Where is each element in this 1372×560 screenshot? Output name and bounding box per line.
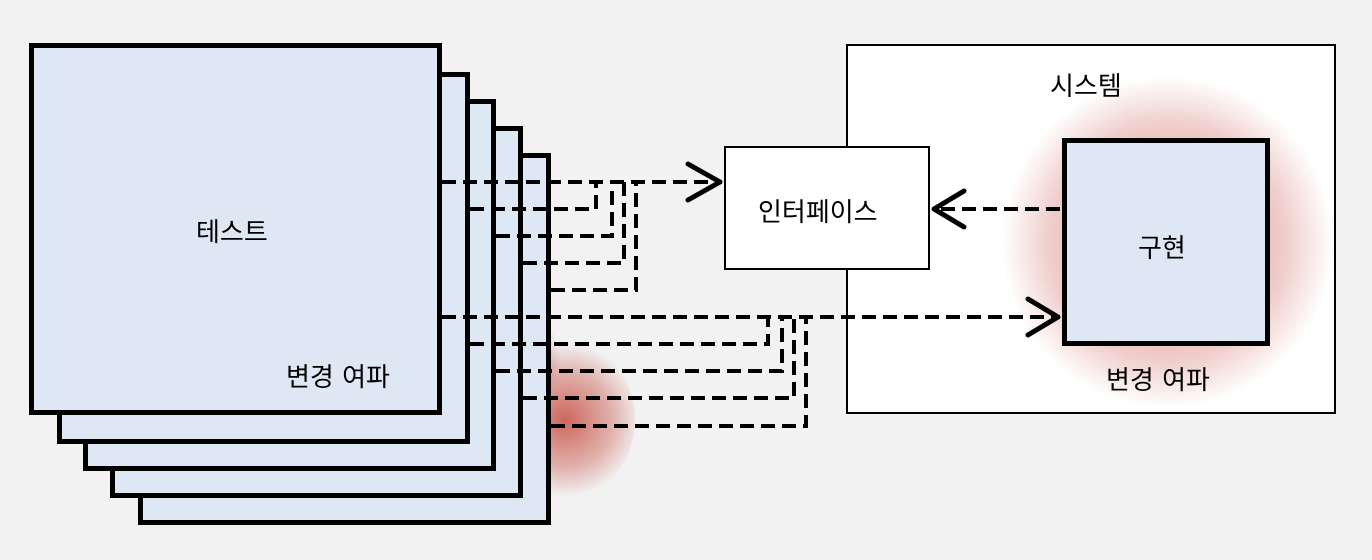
interface-box — [724, 146, 930, 270]
implementation-label: 구현 — [1138, 234, 1186, 264]
dashed-connector-interface-5 — [551, 182, 638, 292]
dashed-connector-impl-4 — [523, 317, 796, 400]
dashed-connector-interface-3 — [496, 182, 614, 238]
tests-ripple-label: 변경 여파 — [286, 363, 390, 393]
dashed-connector-impl-5 — [551, 317, 808, 428]
tests-title: 테스트 — [196, 218, 268, 248]
arrowhead-from-implementation — [931, 188, 967, 230]
test-card-1 — [29, 43, 442, 415]
interface-label: 인터페이스 — [758, 198, 878, 228]
implementation-box — [1062, 138, 1270, 346]
dashed-connector-impl-2 — [470, 317, 770, 346]
dashed-connector-impl-3 — [496, 317, 784, 373]
arrowhead-to-interface — [685, 161, 723, 203]
arrowhead-to-implementation — [1025, 296, 1061, 338]
dashed-connector-interface-2 — [470, 182, 598, 211]
implementation-ripple-label: 변경 여파 — [1106, 366, 1210, 396]
dashed-connector-interface-4 — [523, 182, 626, 265]
